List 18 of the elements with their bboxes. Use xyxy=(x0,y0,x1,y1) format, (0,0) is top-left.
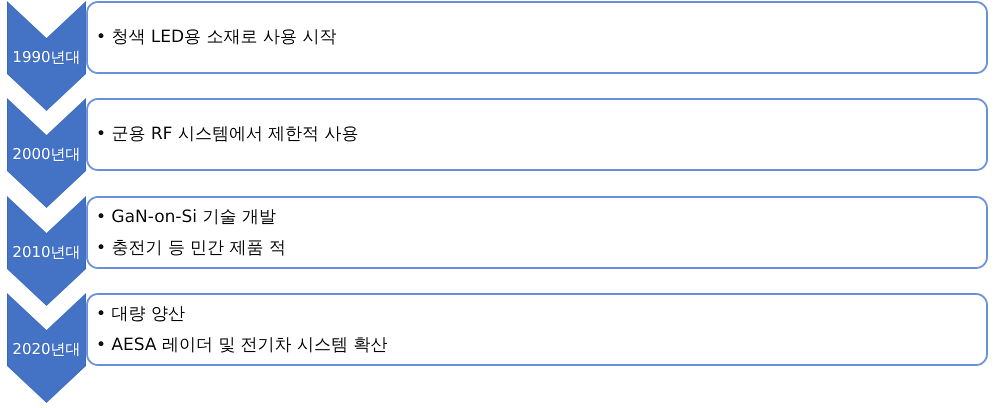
bullet-text: • 대량 양산 xyxy=(96,302,185,326)
event-box xyxy=(86,1,988,74)
decade-band xyxy=(7,196,86,306)
decade-label: 2000년대 xyxy=(12,144,81,165)
decade-label: 2020년대 xyxy=(12,339,81,360)
bullet-text: • AESA 레이더 및 전기차 시스템 확산 xyxy=(96,334,388,356)
bullet-text: • 군용 RF 시스템에서 제한적 사용 xyxy=(96,123,359,146)
bullet-text: • 청색 LED용 소재로 사용 시작 xyxy=(96,26,336,49)
decade-label: 1990년대 xyxy=(12,47,81,68)
decade-band xyxy=(7,98,86,208)
event-box xyxy=(86,98,988,171)
bullet-text: • GaN-on-Si 기술 개발 xyxy=(96,206,276,228)
bullet-text: • 충전기 등 민간 제품 적 xyxy=(96,236,286,260)
decade-band xyxy=(7,293,86,403)
decade-label: 2010년대 xyxy=(12,242,81,263)
event-box xyxy=(86,293,988,366)
decade-band xyxy=(7,1,86,111)
event-box xyxy=(86,196,988,269)
